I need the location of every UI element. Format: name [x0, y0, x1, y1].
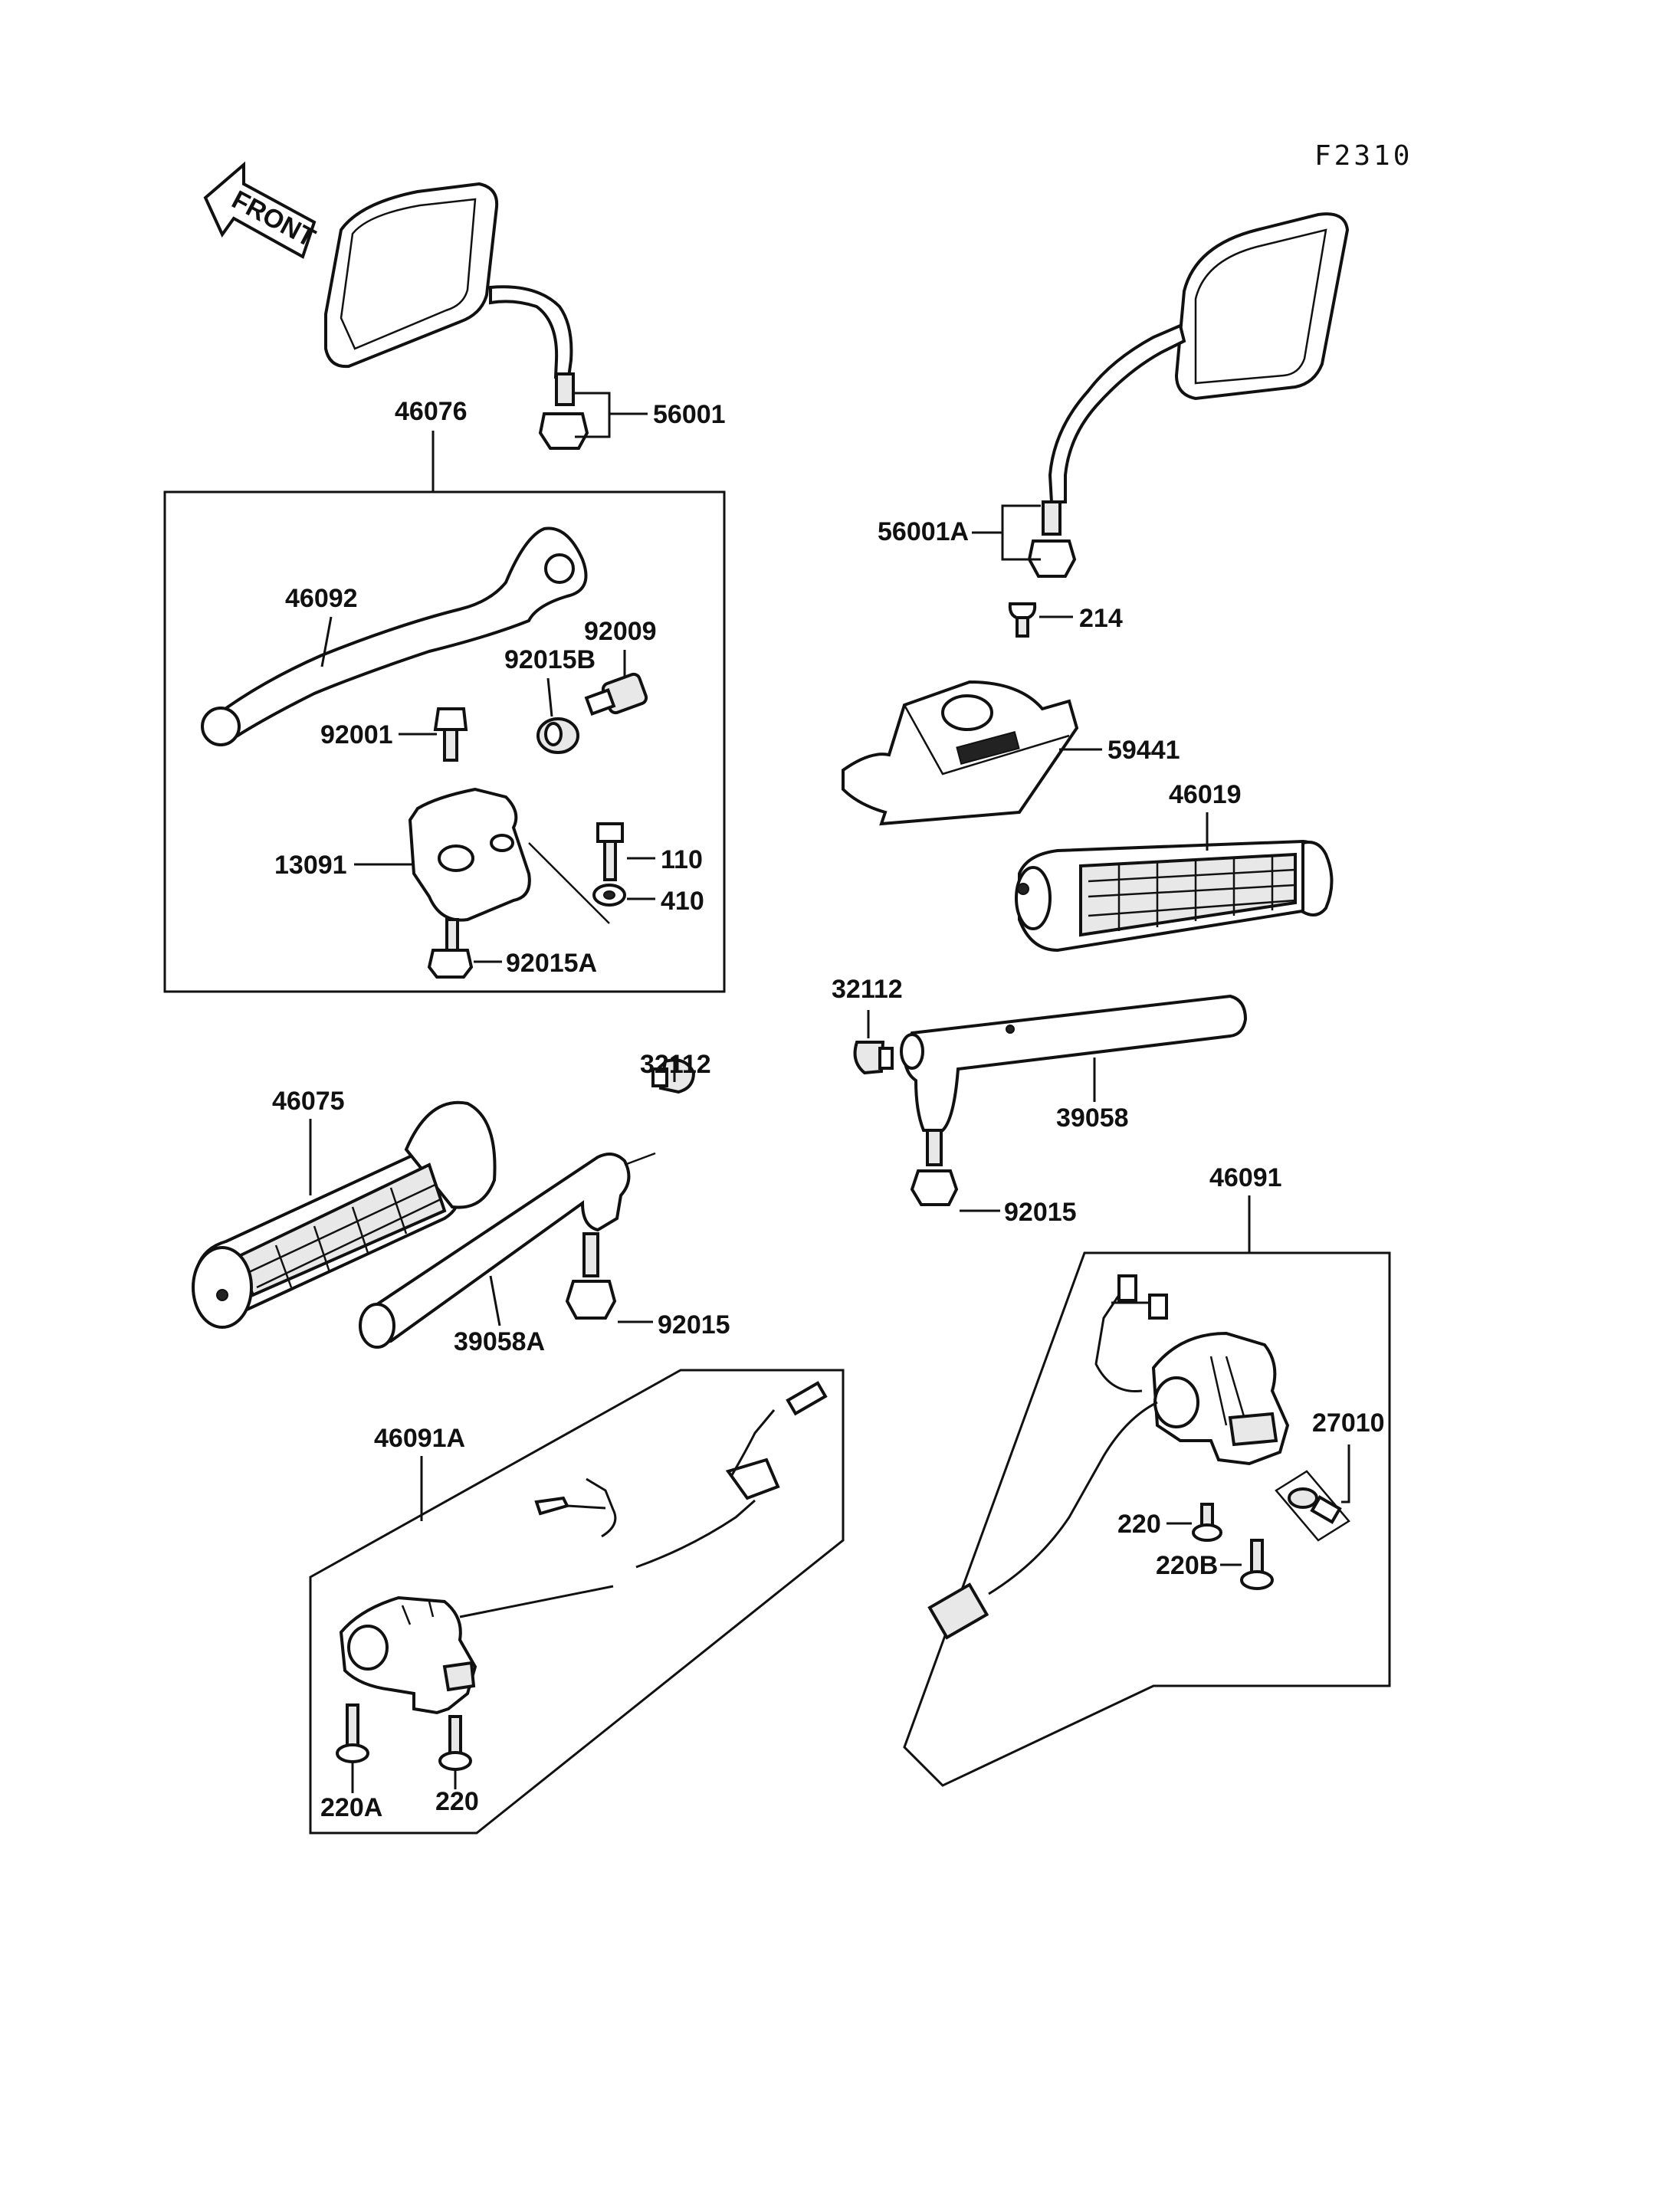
- bolt-110: [596, 822, 624, 881]
- left-mirror: [324, 182, 589, 450]
- label-92015-left: 92015: [658, 1310, 730, 1340]
- throttle-tube-39058A: [359, 1152, 656, 1349]
- leader-27010: [1341, 1444, 1350, 1503]
- right-switch-housing: [927, 1274, 1290, 1640]
- right-mirror: [1027, 212, 1350, 578]
- label-220B: 220B: [1156, 1551, 1218, 1580]
- left-switch-housing: [339, 1381, 828, 1715]
- label-39058: 39058: [1056, 1103, 1129, 1133]
- lever-holder-13091: [408, 787, 610, 924]
- label-220-right: 220: [1117, 1510, 1161, 1539]
- label-59441: 59441: [1107, 736, 1180, 765]
- label-56001: 56001: [653, 400, 726, 429]
- washer-410: [592, 884, 626, 907]
- right-switch-box: [903, 1251, 1391, 1787]
- left-switch-box: [309, 1369, 845, 1835]
- label-46076: 46076: [395, 397, 468, 426]
- label-92015A: 92015A: [506, 949, 597, 978]
- label-220A: 220A: [320, 1793, 382, 1822]
- grip-end-cap-32112-right: [853, 1041, 894, 1075]
- label-46091A: 46091A: [374, 1424, 465, 1453]
- clutch-lever: [201, 526, 588, 746]
- label-110: 110: [661, 845, 703, 874]
- label-39058A: 39058A: [454, 1327, 545, 1356]
- screw-214: [1008, 602, 1037, 638]
- figure-code: F2310: [1314, 140, 1413, 172]
- label-32112-right: 32112: [832, 975, 903, 1004]
- front-arrow-icon: FRONT: [203, 161, 320, 259]
- label-46091: 46091: [1209, 1163, 1282, 1192]
- lever-assembly-box: [163, 490, 726, 993]
- label-13091: 13091: [274, 851, 347, 880]
- grip-end-cap-32112-left: [651, 1058, 696, 1094]
- throttle-cover-59441: [842, 680, 1079, 826]
- leader-92015B: [546, 677, 553, 717]
- label-56001A: 56001A: [878, 517, 969, 546]
- adjuster-92009: [584, 672, 648, 716]
- screw-220-right: [1192, 1503, 1222, 1542]
- throttle-tube-39058: [900, 994, 1248, 1206]
- screw-220-left: [438, 1715, 472, 1771]
- label-46019: 46019: [1169, 780, 1242, 809]
- nut-92015A: [427, 918, 474, 979]
- leader-39058A: [489, 1275, 501, 1326]
- label-214: 214: [1079, 604, 1123, 633]
- label-410: 410: [661, 887, 704, 916]
- label-92015-right: 92015: [1004, 1198, 1077, 1227]
- leader-46092: [320, 616, 333, 667]
- label-46075: 46075: [272, 1087, 345, 1116]
- bolt-92001: [433, 707, 468, 762]
- label-92009: 92009: [584, 617, 657, 646]
- label-27010: 27010: [1312, 1408, 1385, 1438]
- screw-220A: [336, 1703, 369, 1763]
- right-grip-46019: [1015, 839, 1334, 953]
- label-46092: 46092: [285, 584, 358, 613]
- label-92001: 92001: [320, 720, 393, 749]
- screw-220B: [1240, 1539, 1274, 1590]
- leader-56001A: [972, 504, 1041, 561]
- label-92015B: 92015B: [504, 645, 596, 674]
- bulb-socket-27010: [1275, 1470, 1350, 1542]
- left-grip-46075: [192, 1100, 497, 1329]
- leader-56001: [575, 392, 648, 438]
- label-220-left: 220: [435, 1787, 479, 1816]
- locknut-92015B: [536, 717, 579, 754]
